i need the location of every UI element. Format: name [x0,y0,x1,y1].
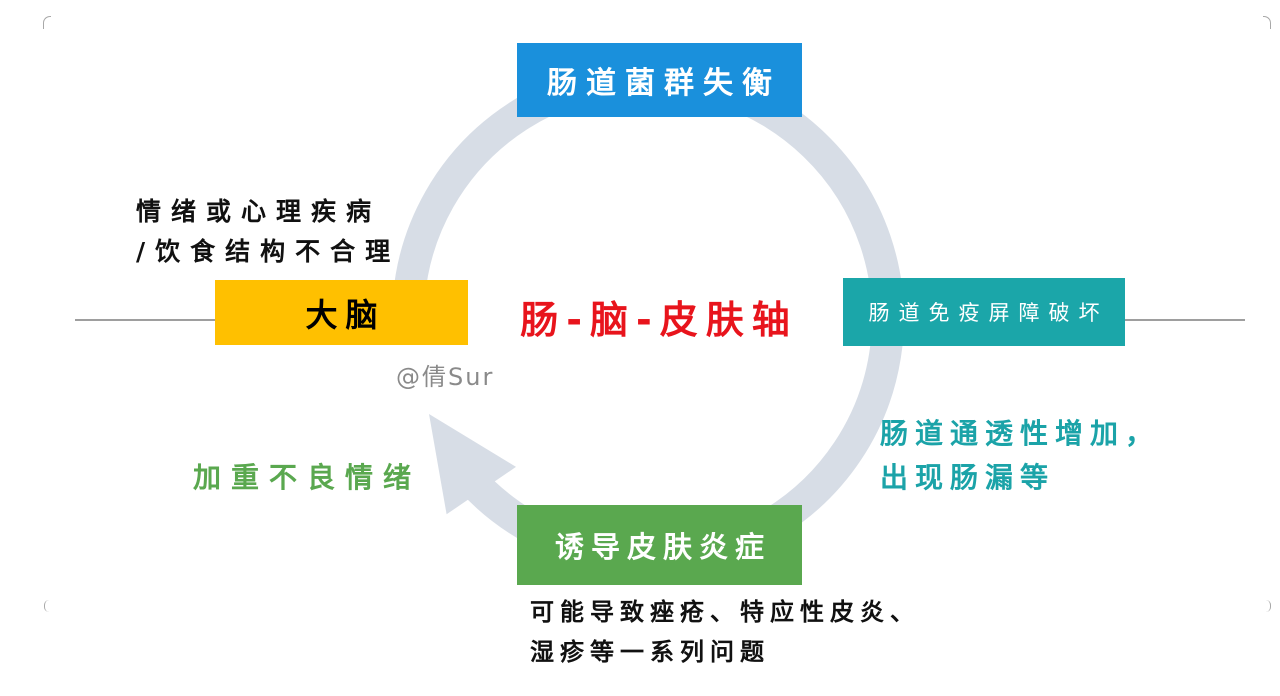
node-label: 肠道免疫屏障破坏 [868,301,1109,325]
node-label: 大脑 [305,295,386,334]
annotation-gut-permeability: 肠道通透性增加， 出现肠漏等 [880,412,1160,500]
crop-mark-top-left [43,16,51,29]
annotation-line: 加重不良情绪 [193,461,422,494]
annotation-brain-causes: 情绪或心理疾病 /饮食结构不合理 [136,192,400,272]
annotation-emotion-feedback: 加重不良情绪 [193,458,421,498]
crop-mark-bottom-right [1266,600,1271,612]
annotation-line: 可能导致痤疮、特应性皮炎、 [530,598,920,626]
node-gut-barrier-damage: 肠道免疫屏障破坏 [843,278,1125,346]
crop-mark-top-right [1263,16,1271,29]
annotation-line: 情绪或心理疾病 [136,197,382,226]
node-label: 肠道菌群失衡 [547,66,781,101]
center-axis-label: 肠-脑-皮肤轴 [500,290,810,342]
node-gut-microbiota-imbalance: 肠道菌群失衡 [517,43,802,117]
center-axis-label-text: 肠-脑-皮肤轴 [520,297,798,342]
annotation-line: 湿疹等一系列问题 [530,638,770,666]
annotation-skin-outcomes: 可能导致痤疮、特应性皮炎、 湿疹等一系列问题 [530,592,920,672]
crop-mark-bottom-left [44,600,49,612]
watermark: @倩Sur [396,360,494,394]
annotation-line: 出现肠漏等 [880,461,1056,494]
annotation-line: 肠道通透性增加， [880,417,1161,450]
node-brain: 大脑 [215,280,468,345]
node-skin-inflammation: 诱导皮肤炎症 [517,505,802,585]
node-label: 诱导皮肤炎症 [554,530,771,564]
annotation-line: /饮食结构不合理 [136,237,401,266]
cycle-arrowhead [429,414,516,515]
watermark-text: @倩Sur [396,363,495,391]
